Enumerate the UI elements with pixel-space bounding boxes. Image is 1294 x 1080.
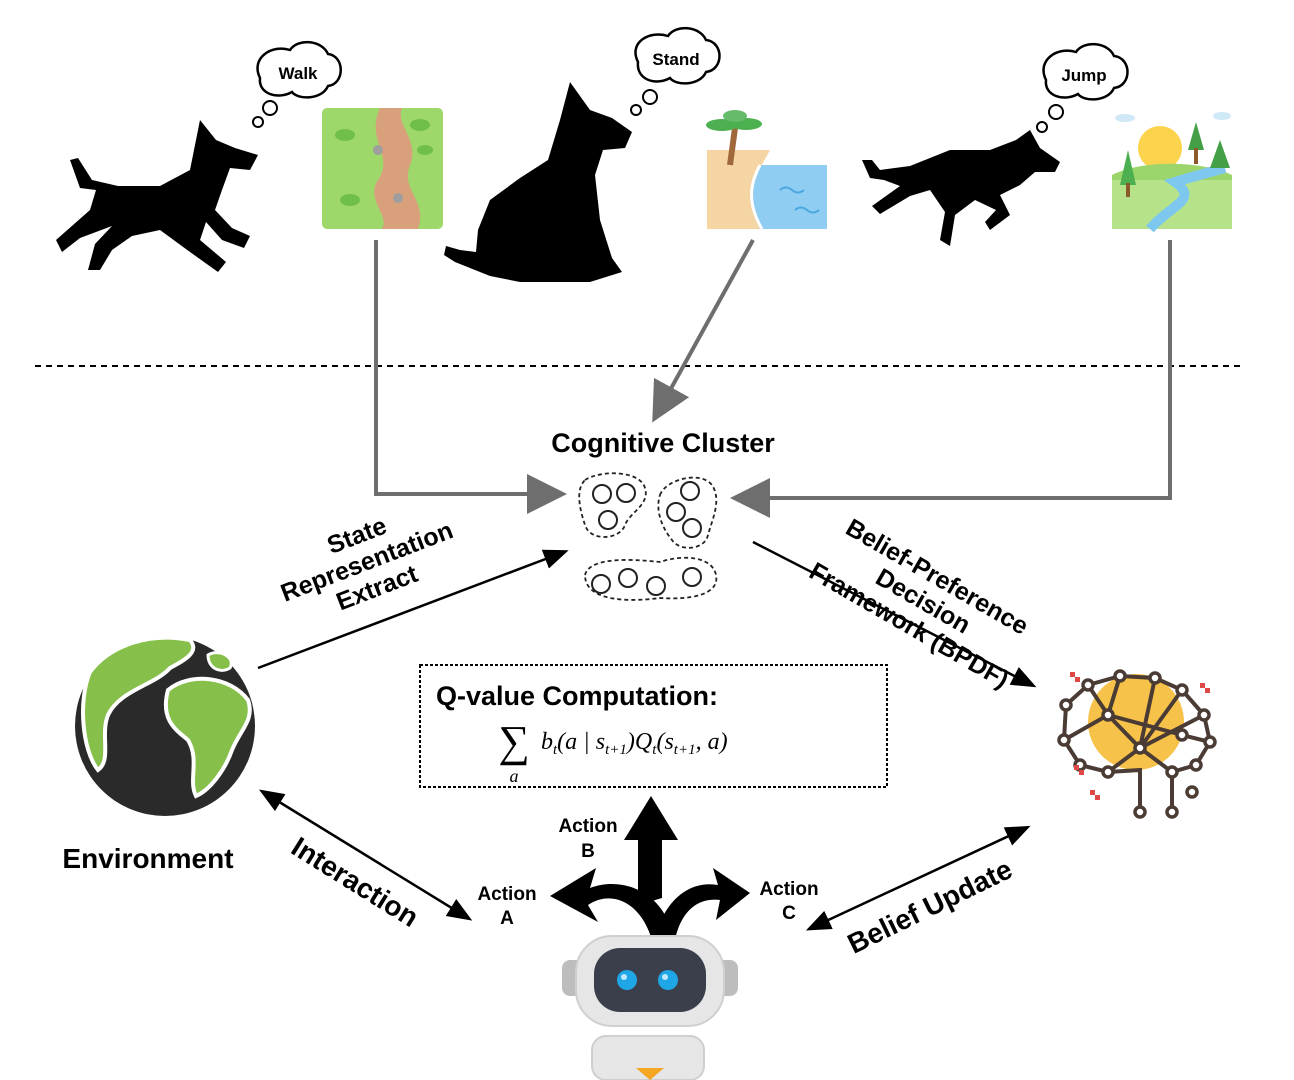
- qvalue-title: Q-value Computation:: [436, 681, 718, 711]
- dog-sitting-icon: [444, 82, 632, 282]
- state-extract-arrow: [257, 549, 569, 670]
- interaction-arrow: [258, 789, 473, 921]
- river-landscape-icon: [1112, 112, 1232, 233]
- cluster-blobs-icon: [578, 472, 718, 601]
- bpdf-arrow: [752, 540, 1037, 688]
- action-b-label: Action B: [558, 816, 617, 862]
- globe-icon: [75, 635, 255, 816]
- svg-text:A: A: [500, 908, 514, 929]
- svg-text:Action: Action: [759, 879, 818, 900]
- stand-to-cluster-arrow: [652, 239, 755, 423]
- svg-text:Action: Action: [558, 816, 617, 837]
- thought-walk-label: Walk: [278, 64, 318, 83]
- action-a-label: Action A: [477, 884, 536, 929]
- neural-brain-icon: [1057, 669, 1217, 819]
- path-scene-icon: [322, 108, 443, 229]
- environment-label: Environment: [62, 843, 233, 874]
- belief-update-label: Belief Update: [843, 853, 1017, 959]
- thought-bubble-walk: Walk: [252, 41, 342, 128]
- dog-running-icon: [862, 130, 1060, 246]
- thought-jump-label: Jump: [1061, 66, 1106, 85]
- qvalue-sum-index: a: [510, 766, 519, 786]
- state-extract-label: State Representation Extract: [277, 512, 457, 617]
- dog-walking-icon: [56, 120, 258, 272]
- action-arrows-icon: [550, 796, 750, 940]
- svg-text:B: B: [581, 841, 595, 862]
- svg-text:Action: Action: [477, 884, 536, 905]
- beach-scene-icon: [706, 110, 827, 230]
- cluster-title: Cognitive Cluster: [551, 428, 775, 458]
- thought-bubble-jump: Jump: [1036, 43, 1129, 133]
- qvalue-box: Q-value Computation: ∑ a bt(a | st+1)Qt(…: [419, 664, 888, 788]
- robot-icon: [562, 935, 738, 1080]
- interaction-label: Interaction: [286, 831, 424, 933]
- action-c-label: Action C: [759, 879, 818, 924]
- qvalue-formula: bt(a | st+1)Qt(st+1, a): [541, 729, 728, 758]
- thought-bubble-stand: Stand: [630, 27, 721, 116]
- belief-update-arrow: [805, 825, 1031, 931]
- thought-stand-label: Stand: [652, 50, 699, 69]
- qvalue-sum-symbol: ∑: [498, 717, 529, 766]
- jump-to-cluster-arrow: [730, 240, 1172, 518]
- walk-to-cluster-arrow: [374, 240, 567, 514]
- svg-text:C: C: [782, 903, 796, 924]
